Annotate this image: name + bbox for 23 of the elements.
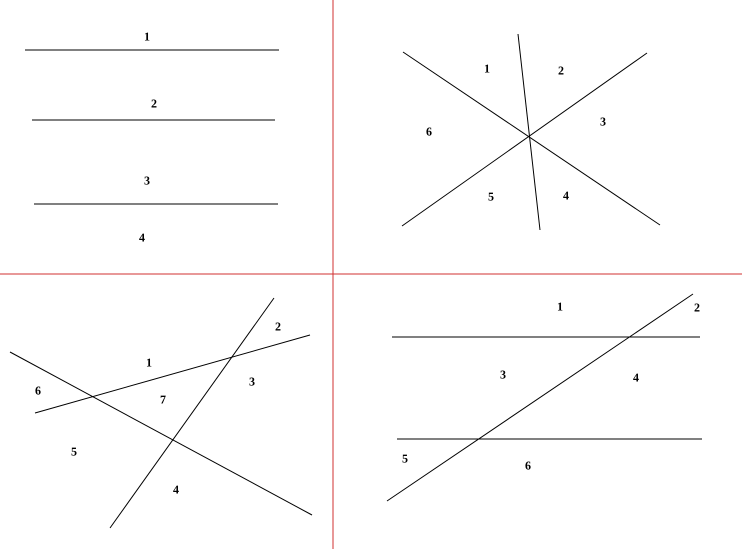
region-number: 1 [484,62,490,76]
region-number: 7 [160,394,166,406]
region-number: 6 [525,460,531,472]
region-number: 2 [275,320,281,334]
region-number: 5 [71,446,77,458]
region-number: 6 [426,126,432,138]
region-number: 5 [488,190,494,204]
region-number: 4 [173,484,179,496]
region-number: 2 [151,98,157,110]
region-number: 5 [402,452,408,466]
region-number: 2 [558,64,564,78]
region-number: 2 [694,302,700,314]
region-number: 3 [249,376,255,388]
region-number: 1 [144,30,150,44]
region-number: 3 [144,174,150,188]
region-number: 6 [35,384,41,398]
region-number: 4 [563,190,569,202]
region-number: 4 [633,372,639,384]
region-number: 3 [500,368,506,382]
region-number: 4 [139,232,145,244]
region-number: 1 [146,356,152,370]
region-number: 1 [557,300,563,314]
region-number: 3 [600,116,606,128]
